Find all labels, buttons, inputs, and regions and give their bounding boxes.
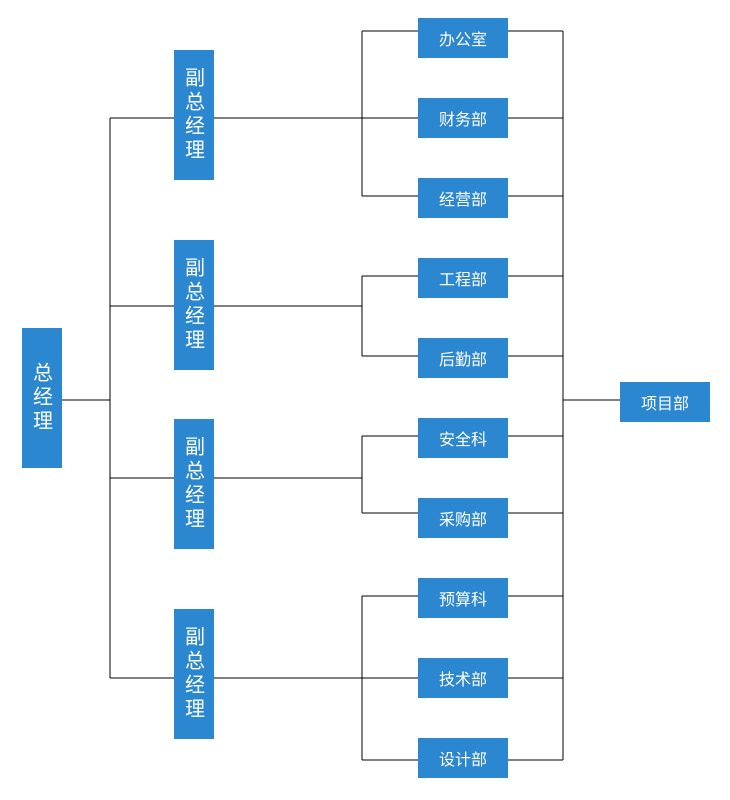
department-node-operations: 经营部 bbox=[418, 178, 508, 218]
vice-manager-node-4: 副总经理 bbox=[174, 609, 214, 739]
department-node-engineering: 工程部 bbox=[418, 258, 508, 298]
general-manager-node: 总经理 bbox=[22, 328, 62, 468]
department-node-logistics: 后勤部 bbox=[418, 338, 508, 378]
project-department-node: 项目部 bbox=[620, 382, 710, 422]
department-node-procurement: 采购部 bbox=[418, 498, 508, 538]
department-node-finance: 财务部 bbox=[418, 98, 508, 138]
department-node-safety: 安全科 bbox=[418, 418, 508, 458]
department-node-office: 办公室 bbox=[418, 18, 508, 58]
vice-manager-node-3: 副总经理 bbox=[174, 419, 214, 549]
vice-manager-node-2: 副总经理 bbox=[174, 240, 214, 370]
department-node-design: 设计部 bbox=[418, 738, 508, 778]
vice-manager-node-1: 副总经理 bbox=[174, 50, 214, 180]
department-node-technical: 技术部 bbox=[418, 658, 508, 698]
department-node-budget: 预算科 bbox=[418, 578, 508, 618]
